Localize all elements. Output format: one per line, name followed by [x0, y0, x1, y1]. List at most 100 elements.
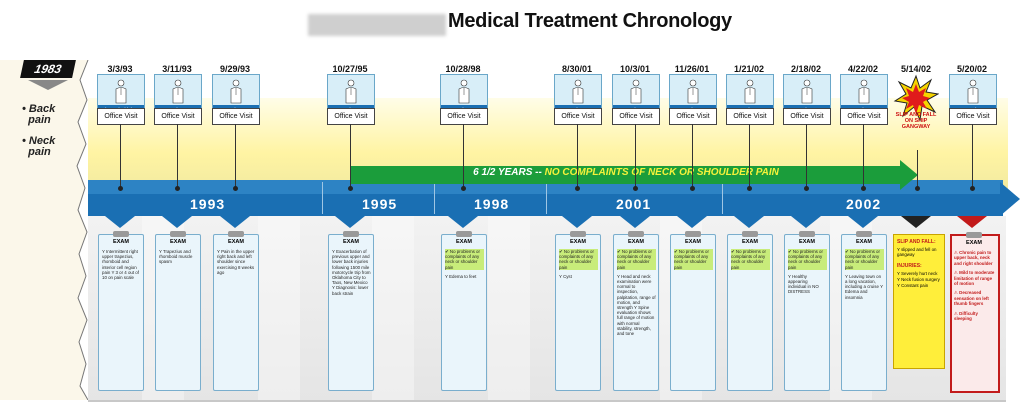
exam-title: EXAM	[799, 239, 815, 245]
injury-item: Y Severely hurt neck	[897, 271, 938, 276]
exam-card: EXAM ✔ No problems or complaints of any …	[441, 231, 487, 391]
exam-card: EXAM ✔ No problems or complaints of any …	[670, 231, 716, 391]
exam-notes: ✔ No problems or complaints of any neck …	[674, 249, 713, 274]
incident-line: Y slipped and fell on gangway	[897, 247, 937, 258]
neck-pain-word2: pain	[28, 146, 51, 158]
clipboard-clip	[113, 231, 129, 237]
visit-pointer	[448, 216, 478, 228]
doctor-icon	[172, 79, 184, 104]
finding-item: ⚠ Decreased sensation on left thumb fing…	[954, 290, 989, 307]
incident-date: 5/14/02	[900, 64, 932, 74]
no-complaints-text: No problems or complaints of any neck or…	[559, 249, 594, 270]
no-complaints-text: No problems or complaints of any neck or…	[845, 249, 880, 270]
no-complaints-text: No problems or complaints of any neck or…	[731, 249, 766, 270]
visit-connector	[177, 124, 178, 188]
office-visit-label: Office Visit	[783, 108, 831, 125]
incident-label: SLIP AND FALL ON SHIP GANGWAY	[895, 112, 937, 130]
exam-card: EXAM ✔ No problems or complaints of any …	[784, 231, 830, 391]
exam-card: EXAM Y Pain in the upper right back and …	[213, 231, 259, 391]
office-visit-label: Office Visit	[840, 108, 888, 125]
clipboard-clip	[570, 231, 586, 237]
exam-card: EXAM ✔ No problems or complaints of any …	[841, 231, 887, 391]
visit-pointer	[220, 216, 250, 228]
finding-text: Difficulty sleeping	[954, 310, 978, 322]
exam-title: EXAM	[456, 239, 472, 245]
final-visit-pointer	[957, 216, 987, 228]
timeline-marker	[633, 186, 638, 191]
exam-title: EXAM	[228, 239, 244, 245]
finding-text: Decreased sensation on left thumb finger…	[954, 290, 989, 307]
exam-notes: ✔ No problems or complaints of any neck …	[445, 249, 484, 279]
exam-findings: Y Intermittent right upper trapezius, rh…	[102, 249, 139, 281]
visit-date: 9/29/93	[219, 64, 251, 74]
year-1983-label: 1983	[20, 60, 76, 78]
year-1998: 1998	[474, 196, 510, 212]
no-complaints-note: ✔ No problems or complaints of any neck …	[674, 249, 713, 270]
visit-connector	[350, 124, 351, 188]
office-visit-label: Office Visit	[327, 108, 375, 125]
banner-years: 6 1/2 YEARS --	[473, 167, 542, 178]
visit-connector	[120, 124, 121, 188]
incident-card: SLIP AND FALL: Y slipped and fell on gan…	[893, 234, 945, 369]
exam-findings: Y Cyst	[559, 273, 572, 279]
impact-burst-icon	[893, 74, 939, 122]
office-visit-label: Office Visit	[154, 108, 202, 125]
no-complaints-arrowhead	[900, 160, 918, 190]
clipboard-clip	[742, 231, 758, 237]
doctor-icon	[744, 79, 756, 104]
office-visit-label: Office Visit	[97, 108, 145, 125]
timeline-marker	[970, 186, 975, 191]
exam-title: EXAM	[570, 239, 586, 245]
office-visit-label: Office Visit	[554, 108, 602, 125]
visit-connector	[749, 124, 750, 188]
visit-connector	[972, 124, 973, 188]
exam-title: EXAM	[170, 239, 186, 245]
exam-card: EXAM Y Intermittent right upper trapeziu…	[98, 231, 144, 391]
office-visit-label: Office Visit	[440, 108, 488, 125]
doctor-icon	[967, 79, 979, 104]
year-divider	[322, 182, 323, 214]
injuries-title: INJURIES:	[897, 263, 922, 269]
exam-notes: ✔ No problems or complaints of any neck …	[845, 249, 884, 300]
exam-title: EXAM	[742, 239, 758, 245]
doctor-icon	[858, 79, 870, 104]
timeline-marker	[747, 186, 752, 191]
no-complaints-note: ✔ No problems or complaints of any neck …	[788, 249, 827, 270]
exam-title: EXAM	[628, 239, 644, 245]
visit-connector	[235, 124, 236, 188]
doctor-icon	[572, 79, 584, 104]
clipboard-clip	[228, 231, 244, 237]
exam-findings: Y Edema to feet	[445, 273, 477, 279]
visit-date: 8/30/01	[561, 64, 593, 74]
final-exam-card: EXAM ⚠ Chronic pain to upper back, neck …	[950, 232, 1000, 393]
clipboard-clip	[628, 231, 644, 237]
exam-notes: ✔ No problems or complaints of any neck …	[559, 249, 598, 279]
incident-pointer	[901, 216, 931, 228]
doctor-icon	[458, 79, 470, 104]
timeline-marker	[575, 186, 580, 191]
exam-title: EXAM	[343, 239, 359, 245]
no-complaints-note: ✔ No problems or complaints of any neck …	[845, 249, 884, 270]
back-pain-word2: pain	[28, 114, 51, 126]
doctor-icon	[230, 79, 242, 104]
visit-pointer	[734, 216, 764, 228]
exam-card: EXAM Y Trapezius and rhomboid muscle spa…	[155, 231, 201, 391]
timeline-marker	[861, 186, 866, 191]
neck-pain-word: Neck	[28, 135, 56, 147]
exam-findings: Y Healthy appearing individual in NO DIS…	[788, 273, 819, 295]
year-divider	[546, 182, 547, 214]
timeline-marker	[461, 186, 466, 191]
doctor-icon	[115, 79, 127, 104]
side-panel	[0, 60, 88, 400]
finding-text: Mild to moderate limitation of range of …	[954, 270, 995, 287]
no-complaints-arrow	[350, 166, 902, 184]
office-visit-label: Office Visit	[612, 108, 660, 125]
timeline-arrowhead	[1000, 182, 1020, 216]
office-visit-label: Office Visit	[669, 108, 717, 125]
exam-findings: Y Trapezius and rhomboid muscle spasm	[159, 249, 193, 265]
clipboard-clip	[456, 231, 472, 237]
exam-notes: ✔ No problems or complaints of any neck …	[731, 249, 770, 274]
timeline-marker	[690, 186, 695, 191]
neck-pain-label: • Neck pain	[22, 135, 56, 158]
doctor-icon	[801, 79, 813, 104]
